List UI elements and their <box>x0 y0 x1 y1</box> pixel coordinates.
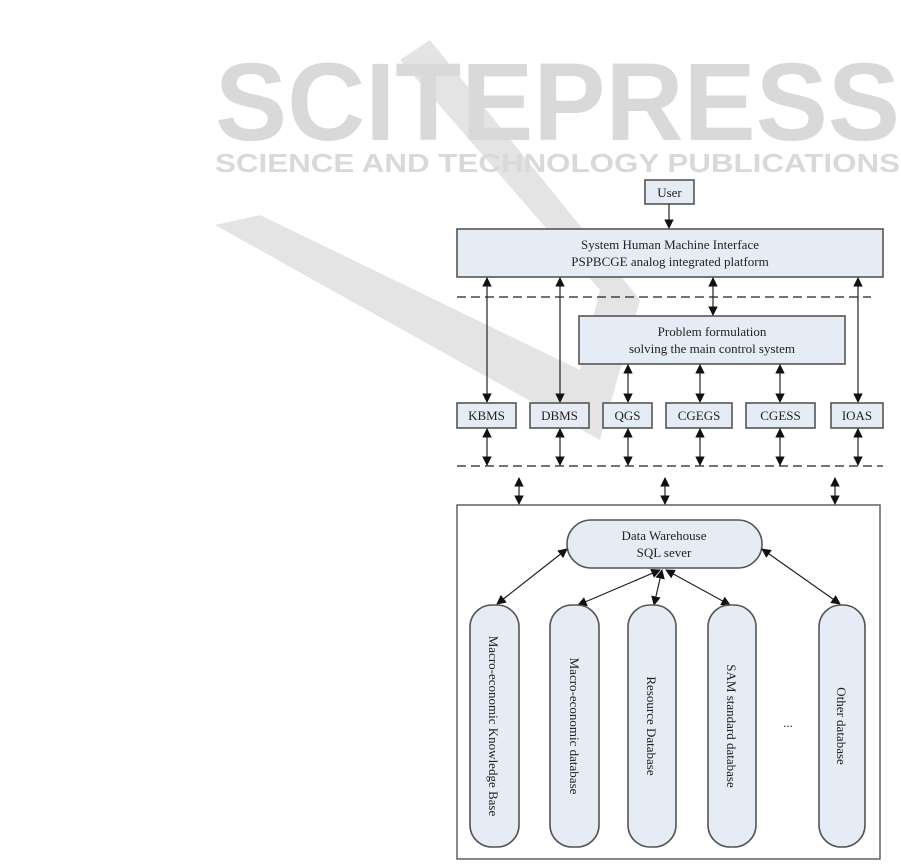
warehouse-box <box>566 519 763 569</box>
module-cgegs <box>665 402 733 429</box>
db-label: SAM standard database <box>724 664 739 788</box>
db-label: Resource Database <box>644 676 659 775</box>
problem-line2: solving the main control system <box>629 341 795 356</box>
hmi-line1: System Human Machine Interface <box>581 237 759 252</box>
warehouse-db-arrows <box>496 548 841 607</box>
warehouse-line1: Data Warehouse <box>622 528 707 543</box>
user-label: User <box>657 185 682 200</box>
database-pills: Macro-economic Knowledge Base Macro-econ… <box>469 604 866 848</box>
module-ioas <box>830 402 884 429</box>
module-bus-arrows <box>482 428 863 466</box>
watermark-title: SCITEPRESS <box>215 41 900 164</box>
db-label: Macro-economic Knowledge Base <box>486 636 501 817</box>
module-label: QGS <box>614 408 640 423</box>
hmi-box <box>456 228 884 278</box>
module-label: KBMS <box>468 408 505 423</box>
module-label: DBMS <box>541 408 578 423</box>
module-dbms <box>529 402 590 429</box>
watermark-swoosh <box>215 40 640 440</box>
module-qgs <box>602 402 653 429</box>
db-label: Macro-economic database <box>567 658 582 795</box>
module-row: KBMS DBMS QGS CGEGS CGESS IOAS <box>456 402 884 429</box>
db-other <box>818 604 866 848</box>
bus-warehouse-arrows <box>514 477 840 505</box>
db-label: Other database <box>834 687 849 765</box>
warehouse-line2: SQL sever <box>637 545 692 560</box>
module-label: CGEGS <box>678 408 721 423</box>
module-cgess <box>745 402 816 429</box>
watermark-subtitle: SCIENCE AND TECHNOLOGY PUBLICATIONS <box>215 148 900 178</box>
db-macro-knowledge <box>469 604 520 848</box>
hmi-line2: PSPBCGE analog integrated platform <box>571 254 769 269</box>
db-macro-economic <box>549 604 600 848</box>
watermark: SCITEPRESS SCIENCE AND TECHNOLOGY PUBLIC… <box>215 40 900 440</box>
user-box <box>644 179 695 205</box>
db-sam-standard <box>707 604 757 848</box>
more-databases-ellipsis: ... <box>783 715 793 730</box>
problem-line1: Problem formulation <box>658 324 767 339</box>
problem-box <box>578 315 846 365</box>
module-label: IOAS <box>842 408 872 423</box>
module-label: CGESS <box>760 408 800 423</box>
db-resource <box>627 604 677 848</box>
module-kbms <box>456 402 517 429</box>
